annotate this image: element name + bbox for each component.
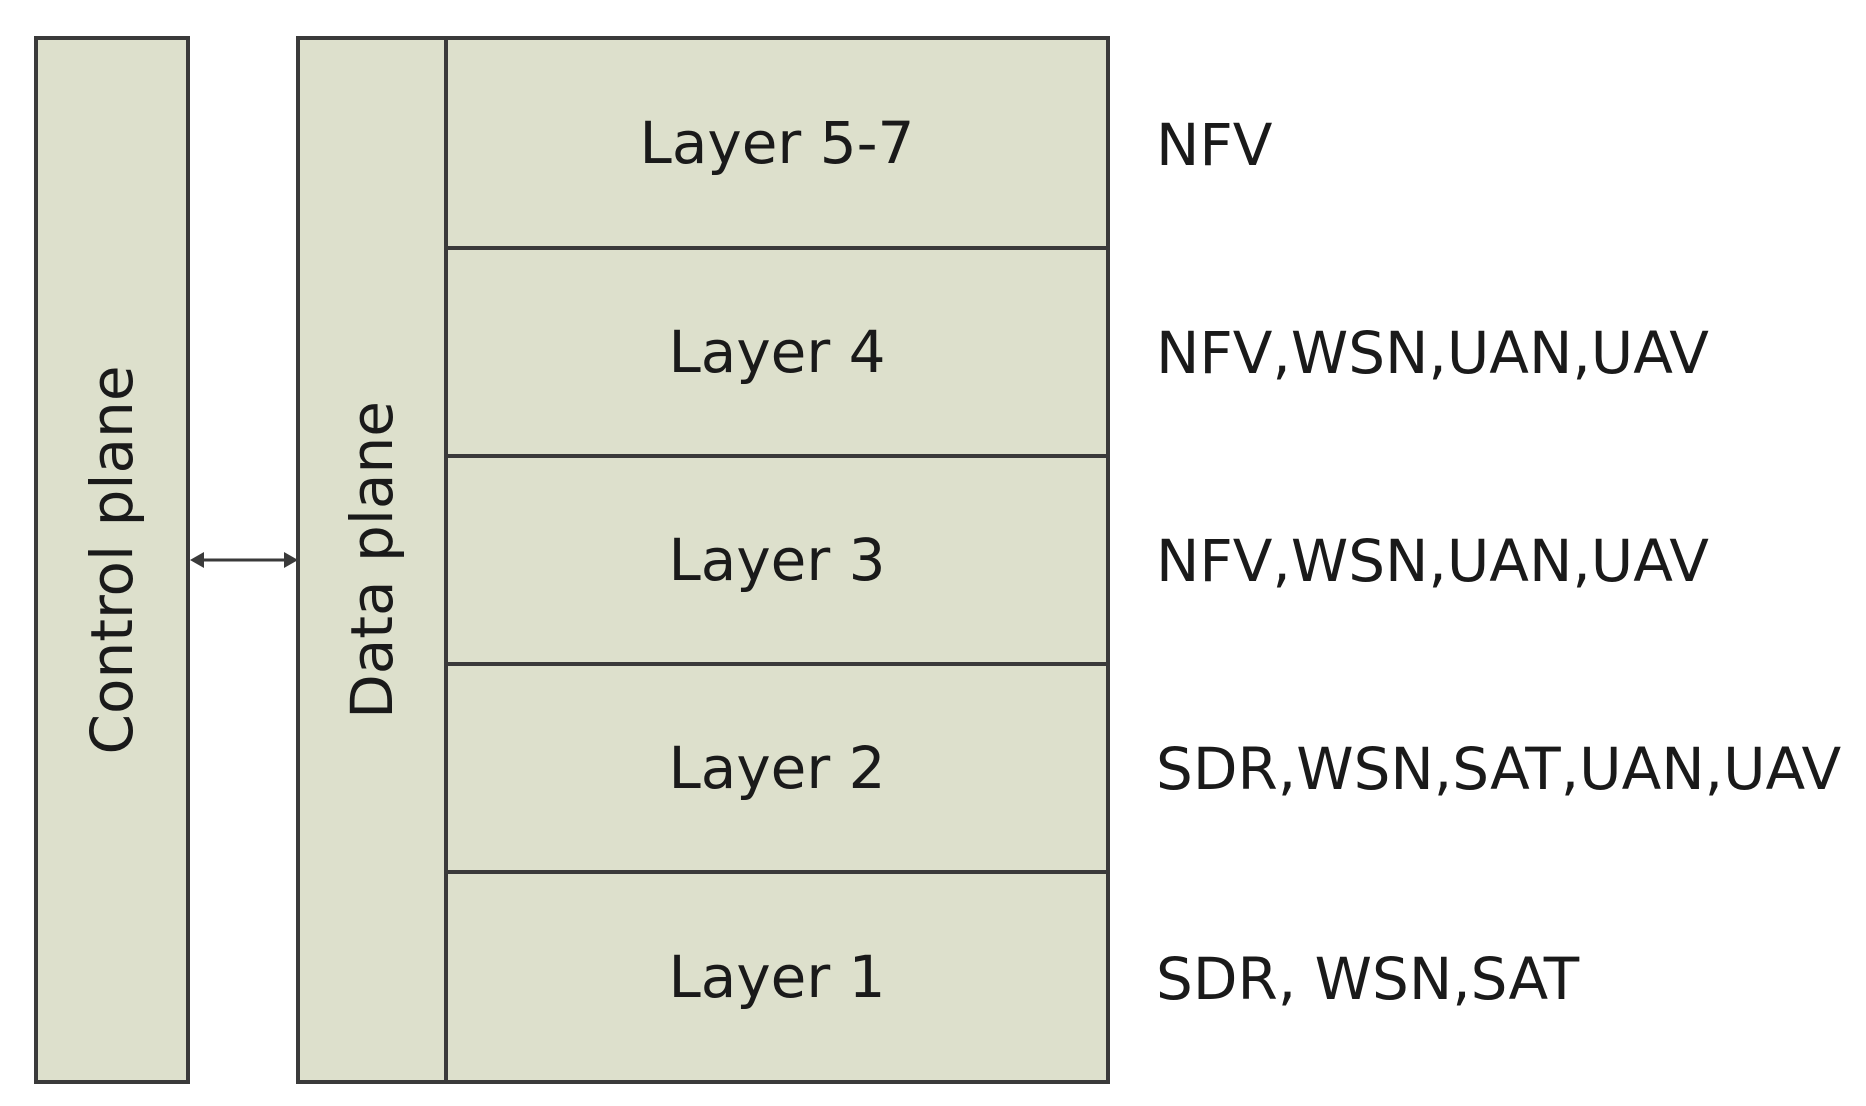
- layer-label: Layer 2: [668, 734, 886, 802]
- layer-label: Layer 1: [668, 943, 886, 1011]
- double-headed-arrow-icon: [190, 552, 298, 568]
- control-plane-box: Control plane: [34, 36, 190, 1084]
- layer-label: Layer 3: [668, 526, 886, 594]
- layer-box: Layer 2: [444, 662, 1110, 874]
- layer-box: Layer 1: [444, 870, 1110, 1084]
- layer-technologies: NFV,WSN,UAN,UAV: [1156, 527, 1709, 595]
- layer-box: Layer 3: [444, 454, 1110, 666]
- layer-stack: Layer 5-7 Layer 4 Layer 3 Layer 2 Layer …: [444, 36, 1110, 1084]
- data-plane-box: Data plane: [296, 36, 448, 1084]
- layer-technologies: NFV,WSN,UAN,UAV: [1156, 319, 1709, 387]
- layer-box: Layer 5-7: [444, 36, 1110, 250]
- data-plane-label: Data plane: [338, 401, 406, 719]
- layer-label: Layer 5-7: [639, 109, 915, 177]
- layer-label: Layer 4: [668, 318, 886, 386]
- layer-technologies: SDR, WSN,SAT: [1156, 945, 1580, 1013]
- control-plane-label: Control plane: [78, 365, 146, 755]
- layer-technologies: SDR,WSN,SAT,UAN,UAV: [1156, 735, 1842, 803]
- layer-box: Layer 4: [444, 246, 1110, 458]
- layer-technologies: NFV: [1156, 111, 1273, 179]
